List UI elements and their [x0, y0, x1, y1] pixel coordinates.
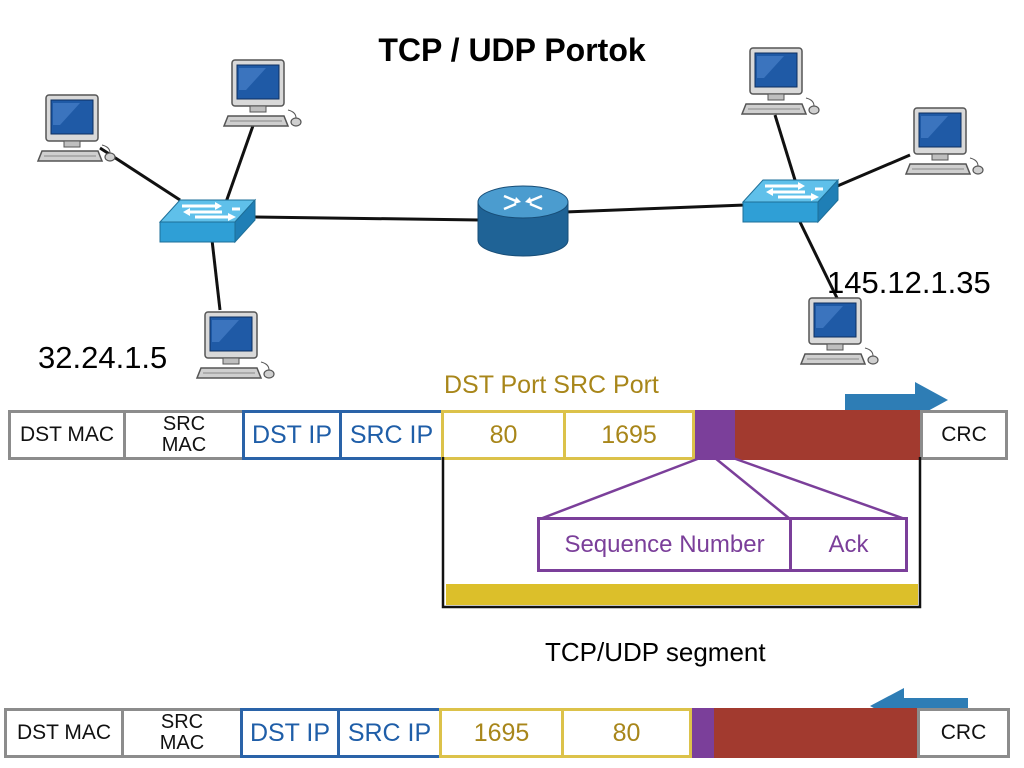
frame-bottom: DST MAC SRC MAC DST IP SRC IP 1695 80 CR…	[4, 708, 1010, 758]
src-ip-field: SRC IP	[339, 410, 444, 460]
src-port-field: 80	[561, 708, 692, 758]
diagram-title: TCP / UDP Portok	[378, 32, 646, 68]
computer-icon	[905, 107, 984, 175]
frame-top: DST MAC SRC MAC DST IP SRC IP 80 1695 CR…	[8, 410, 1008, 460]
network-topology	[37, 47, 984, 379]
src-mac-field: SRC MAC	[121, 708, 243, 758]
payload-field	[714, 708, 920, 758]
source-ip-label: 32.24.1.5	[38, 340, 168, 375]
computer-icon	[196, 311, 275, 379]
src-mac-field: SRC MAC	[123, 410, 245, 460]
dst-port-field: 80	[441, 410, 566, 460]
dst-ip-field: DST IP	[240, 708, 340, 758]
sequence-number-box: Sequence Number	[537, 517, 792, 572]
src-ip-field: SRC IP	[337, 708, 442, 758]
crc-field: CRC	[917, 708, 1010, 758]
src-port-field: 1695	[563, 410, 695, 460]
crc-field: CRC	[920, 410, 1008, 460]
router-icon	[477, 185, 569, 257]
dst-ip-field: DST IP	[242, 410, 342, 460]
arrow-right-icon	[845, 382, 948, 418]
port-header-label: DST Port SRC Port	[444, 371, 659, 399]
payload-field	[735, 410, 920, 460]
switch-icon	[158, 198, 257, 244]
segment-label: TCP/UDP segment	[545, 637, 766, 667]
dest-ip-label: 145.12.1.35	[827, 265, 991, 300]
segment-bracket	[441, 456, 922, 609]
switch-icon	[741, 178, 840, 224]
computer-icon	[223, 59, 302, 127]
computer-icon	[800, 297, 879, 365]
dst-mac-field: DST MAC	[8, 410, 126, 460]
seq-ack-field	[692, 708, 714, 758]
seq-ack-field	[695, 410, 735, 460]
ack-box: Ack	[789, 517, 908, 572]
dst-port-field: 1695	[439, 708, 564, 758]
dst-mac-field: DST MAC	[4, 708, 124, 758]
